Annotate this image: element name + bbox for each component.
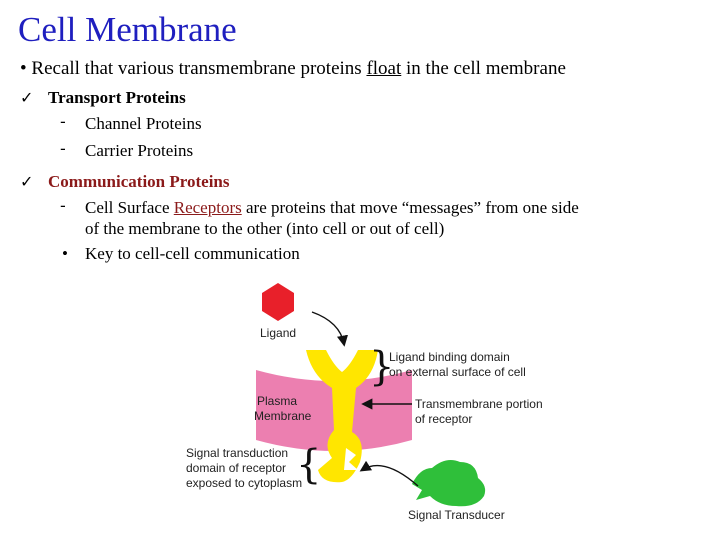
sub-list-item: Key to cell-cell communication — [85, 244, 300, 263]
label-binding-2: on external surface of cell — [389, 365, 526, 379]
label-tm-2: of receptor — [415, 412, 472, 426]
label-sig-3: exposed to cytoplasm — [186, 476, 302, 490]
label-plasma-1: Plasma — [257, 394, 297, 408]
ligand-hexagon — [262, 283, 294, 321]
intro-text-after: in the cell membrane — [401, 58, 566, 79]
section-heading-communication: Communication Proteins — [48, 172, 230, 191]
receptor-protein — [306, 350, 378, 483]
list-item-continuation: of the membrane to the other (into cell … — [85, 219, 445, 238]
intro-text-before: Recall that various transmembrane protei… — [31, 58, 367, 79]
intro-bullet: • — [20, 58, 27, 79]
dash-marker: - — [60, 112, 66, 131]
binding-brace: } — [369, 344, 394, 390]
signal-transducer — [412, 460, 486, 507]
transduction-brace: { — [296, 442, 321, 488]
intro-line: • Recall that various transmembrane prot… — [20, 58, 566, 80]
receptor-notch — [344, 448, 358, 470]
arrow-transducer — [359, 460, 419, 487]
label-sig-1: Signal transduction — [186, 446, 288, 460]
check-icon: ✓ — [20, 172, 34, 191]
receptor-text-before: Cell Surface — [85, 198, 174, 217]
label-binding-1: Ligand binding domain — [389, 350, 510, 364]
list-item: Cell Surface Receptors are proteins that… — [85, 198, 579, 218]
label-plasma-2: Membrane — [254, 409, 312, 423]
dash-marker: - — [60, 139, 66, 158]
sub-bullet: • — [62, 244, 68, 263]
page-title: Cell Membrane — [18, 10, 237, 49]
label-sig-2: domain of receptor — [186, 461, 286, 475]
check-icon: ✓ — [20, 88, 34, 107]
list-item: Carrier Proteins — [85, 141, 194, 160]
label-tm-1: Transmembrane portion — [415, 397, 543, 411]
receptor-text-after: are proteins that move “messages” from o… — [241, 198, 579, 217]
receptors-underlined: Receptors — [173, 198, 242, 217]
label-ligand: Ligand — [260, 326, 296, 340]
label-transducer: Signal Transducer — [408, 508, 505, 522]
intro-underlined-word: float — [366, 58, 402, 79]
section-heading-transport: Transport Proteins — [48, 88, 186, 107]
arrow-ligand — [311, 311, 349, 347]
list-item: Channel Proteins — [85, 114, 202, 133]
dash-marker: - — [60, 196, 66, 215]
